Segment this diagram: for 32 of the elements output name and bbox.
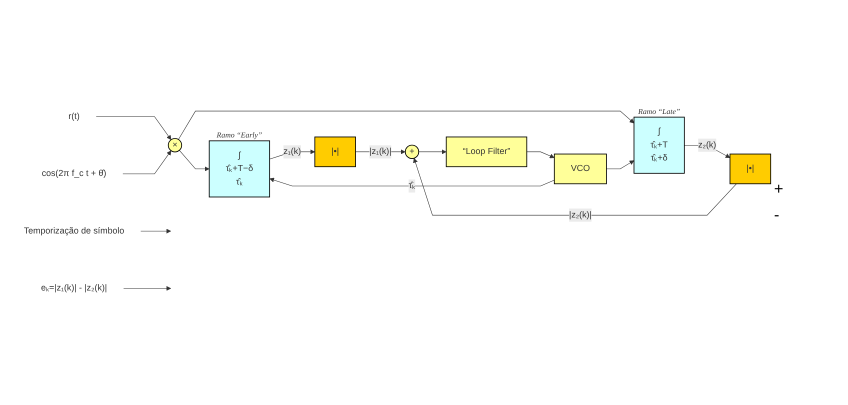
arrow bbox=[123, 286, 172, 291]
edge-label: τ̂ₖ bbox=[408, 181, 416, 190]
node-box: ∫ τ̂ₖ+T τ̂ₖ+δ bbox=[634, 116, 685, 174]
edge-label: z₁(k) bbox=[283, 146, 302, 156]
node-box: “Loop Filter” bbox=[446, 136, 528, 168]
node-box: |•| bbox=[314, 136, 356, 168]
arrow bbox=[178, 110, 634, 140]
arrow bbox=[418, 149, 446, 154]
arrow bbox=[413, 158, 737, 216]
branch-caption: Ramo “Early” bbox=[216, 130, 262, 140]
node-circle: × bbox=[168, 138, 182, 152]
node-box: VCO bbox=[554, 154, 607, 184]
node-text: cos(2π f_c t + θ̂) bbox=[42, 168, 106, 178]
edge-label: z₂(k) bbox=[698, 140, 716, 150]
edge-label: |z₂(k)| bbox=[569, 210, 592, 220]
node-box: ∫ τ̂ₖ+T−δ τ̂ₖ bbox=[208, 140, 270, 198]
node-text: eₖ=|z₁(k)| - |z₂(k)| bbox=[40, 283, 108, 293]
arrow bbox=[269, 178, 555, 186]
arrow bbox=[140, 228, 172, 234]
arrow bbox=[526, 152, 555, 158]
branch-caption: Ramo “Late” bbox=[638, 106, 680, 116]
node-text: Temporização de símbolo bbox=[24, 226, 124, 236]
sign-label: + bbox=[774, 180, 784, 198]
node-text: r(t) bbox=[68, 112, 80, 121]
arrow bbox=[122, 150, 172, 174]
sign-label: - bbox=[774, 206, 780, 224]
node-circle: + bbox=[404, 144, 420, 159]
arrow bbox=[96, 116, 172, 140]
arrow bbox=[606, 160, 634, 170]
node-box: |•| bbox=[730, 154, 772, 184]
arrow bbox=[179, 150, 210, 172]
edge-label: |z₁(k)| bbox=[369, 146, 392, 156]
